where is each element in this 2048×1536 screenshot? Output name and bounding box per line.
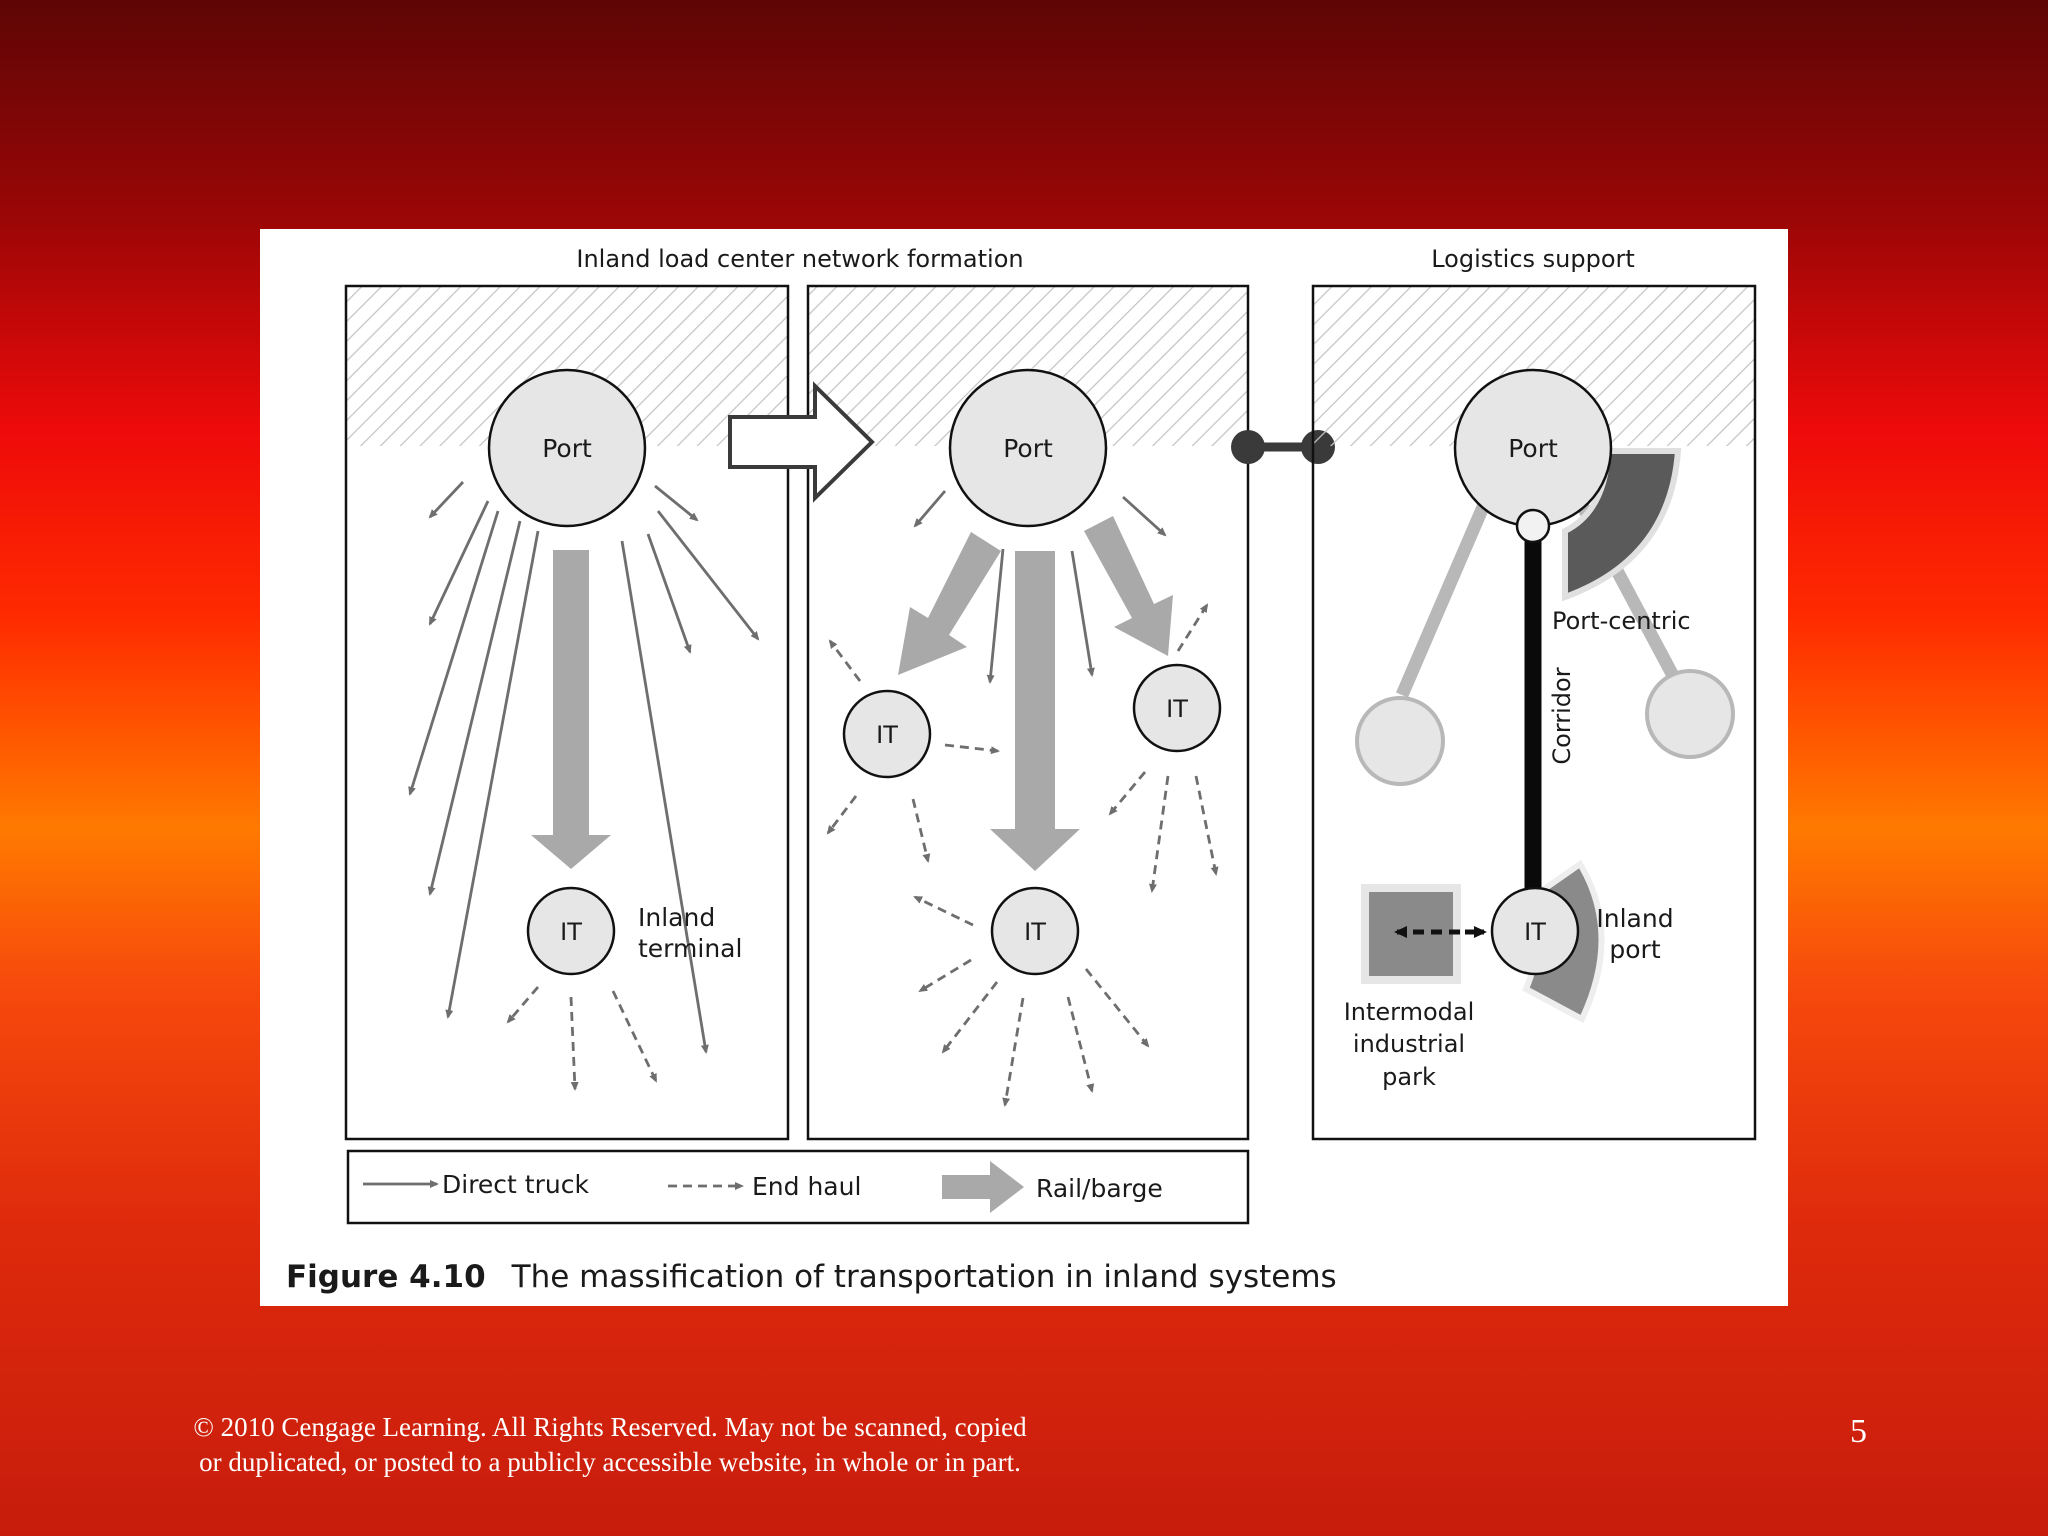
port-node	[948, 368, 1108, 528]
industrial-park-label-2: industrial	[1353, 1030, 1465, 1058]
end-haul-arrows	[506, 986, 658, 1091]
section-title-left: Inland load center network formation	[576, 245, 1023, 273]
panel-1: Port IT Inland terminal	[344, 284, 790, 1141]
inland-terminal-node	[1490, 886, 1580, 976]
corridor-label: Corridor	[1548, 667, 1576, 764]
industrial-park-square	[1361, 884, 1461, 984]
end-haul-arrows	[826, 603, 1219, 1107]
secondary-node-right	[1645, 669, 1735, 759]
panel-2: Port IT IT IT	[728, 284, 1250, 1141]
industrial-park-label-3: park	[1382, 1063, 1436, 1091]
it-node-bottom	[990, 886, 1080, 976]
port-centric-label: Port-centric	[1552, 607, 1691, 635]
legend: Direct truck End haul Rail/barge	[346, 1149, 1250, 1225]
inland-port-label-1: Inland	[1596, 904, 1673, 933]
copyright-line-1: © 2010 Cengage Learning. All Rights Rese…	[193, 1412, 1027, 1442]
figure-number: Figure 4.10	[286, 1259, 486, 1295]
panel-1-frame	[344, 284, 790, 1141]
port-node	[487, 368, 647, 528]
industrial-park-label-1: Intermodal	[1344, 998, 1475, 1026]
inland-port-label-2: port	[1609, 935, 1660, 964]
figure-caption-text: The massification of transportation in i…	[511, 1259, 1337, 1295]
port-label: Port	[1003, 434, 1053, 463]
transition-arrow	[728, 381, 875, 503]
diagram: Inland load center network formation Log…	[344, 245, 1757, 1225]
it-label: IT	[560, 918, 582, 946]
rail-barge-arrow	[531, 550, 611, 869]
legend-rail-barge-label: Rail/barge	[1036, 1174, 1163, 1203]
direct-truck-arrows	[913, 490, 1167, 684]
legend-frame	[346, 1149, 1250, 1225]
port-label: Port	[1508, 434, 1558, 463]
section-title-right: Logistics support	[1431, 245, 1635, 273]
legend-direct-truck-label: Direct truck	[442, 1170, 589, 1199]
it-node-right	[1132, 663, 1222, 753]
secondary-node-left	[1355, 696, 1445, 786]
legend-rail-barge-symbol	[942, 1161, 1024, 1213]
it-left-label: IT	[876, 721, 898, 749]
port-label: Port	[542, 434, 592, 463]
it-node-left	[842, 689, 932, 779]
inland-terminal-caption-2: terminal	[638, 934, 742, 963]
figure-caption: Figure 4.10 The massification of transpor…	[286, 1259, 1337, 1295]
inland-terminal-caption-1: Inland	[638, 903, 715, 932]
panel-3-frame	[1311, 284, 1757, 1141]
it-right-label: IT	[1166, 695, 1188, 723]
copyright-notice: © 2010 Cengage Learning. All Rights Rese…	[140, 1410, 1080, 1480]
it-label: IT	[1524, 918, 1546, 946]
port-connector-node	[1515, 508, 1551, 544]
copyright-line-2: or duplicated, or posted to a publicly a…	[199, 1447, 1021, 1477]
it-bottom-label: IT	[1024, 918, 1046, 946]
direct-truck-arrows	[408, 481, 760, 1054]
rail-barge-arrows	[898, 516, 1173, 871]
inland-terminal-node	[526, 886, 616, 976]
page-number: 5	[1850, 1413, 1867, 1450]
legend-end-haul-label: End haul	[752, 1172, 861, 1201]
figure: Inland load center network formation Log…	[260, 229, 1788, 1306]
panel-2-frame	[806, 284, 1250, 1141]
panel-3: Port IT Port-centric Corridor Inland por…	[1311, 284, 1757, 1141]
